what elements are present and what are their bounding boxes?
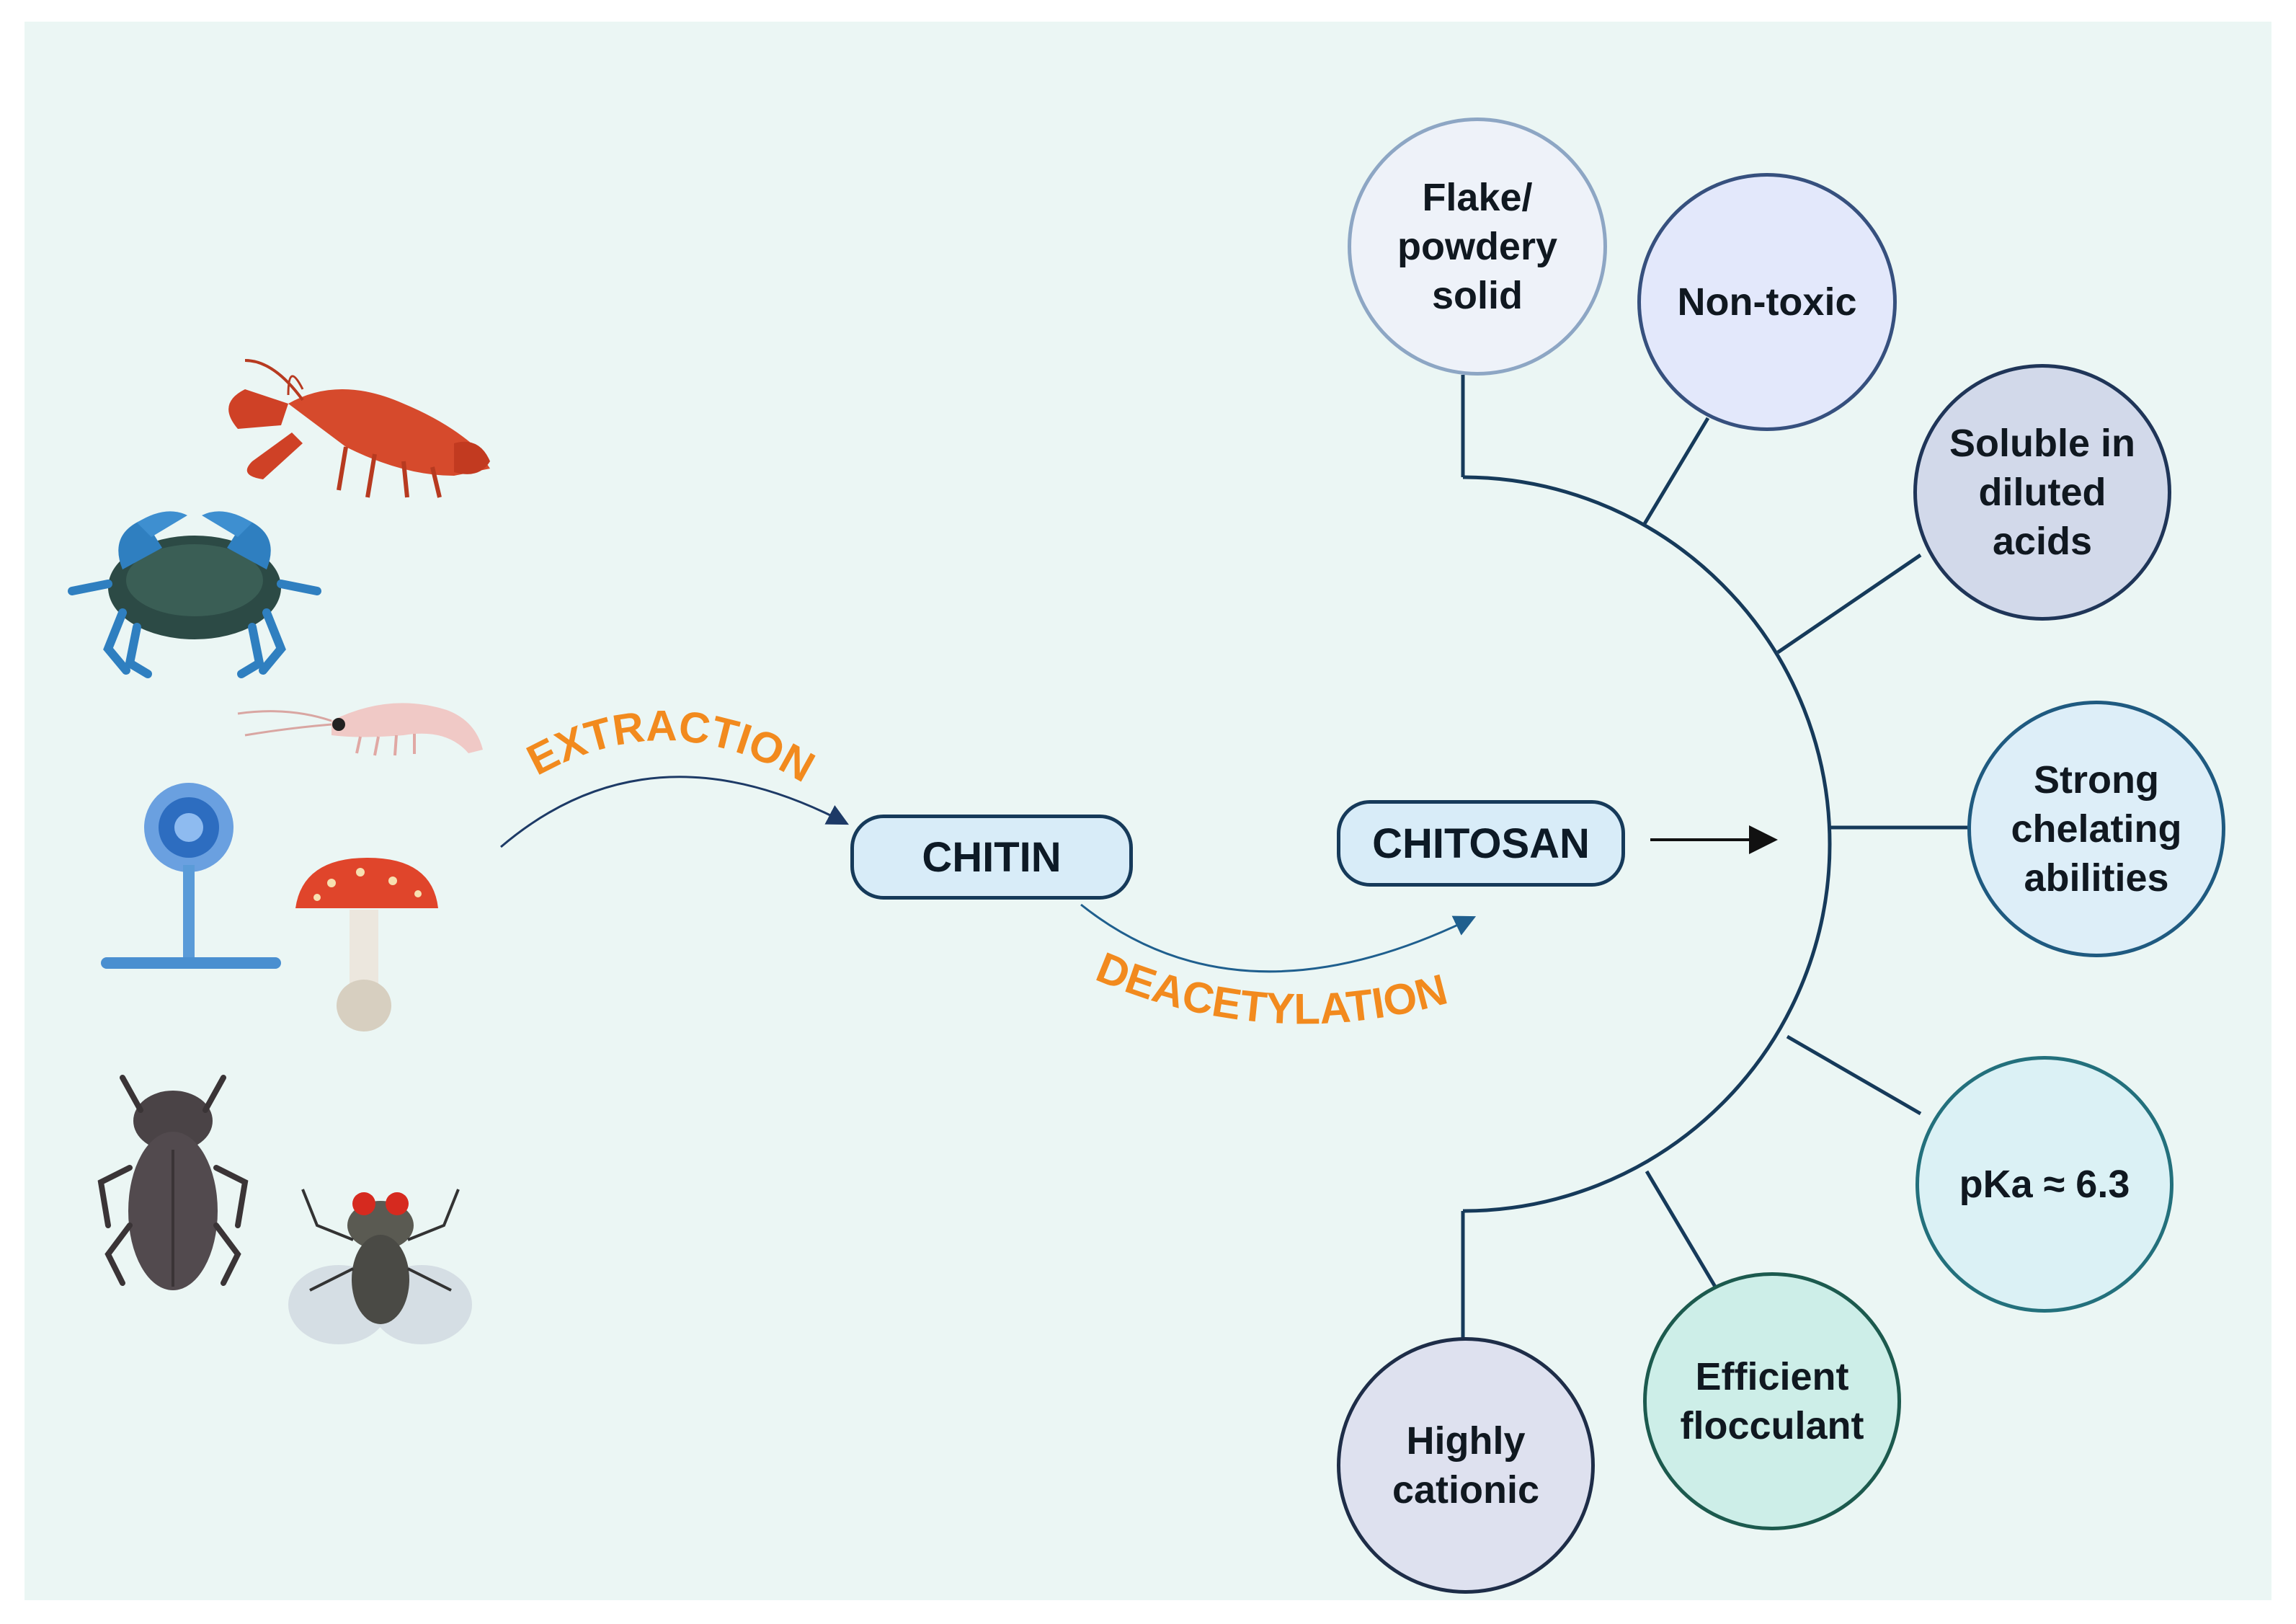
chitin-node: CHITIN bbox=[850, 815, 1133, 900]
beetle-icon bbox=[97, 1075, 249, 1290]
deacetylation-arrow bbox=[1080, 903, 1477, 973]
property-soluble-in-diluted-acids: Soluble in diluted acids bbox=[1913, 364, 2171, 621]
fly-icon bbox=[288, 1189, 472, 1344]
chitin-label: CHITIN bbox=[922, 833, 1062, 881]
chitosan-node: CHITOSAN bbox=[1337, 800, 1625, 887]
property-pka: pKa ≈ 6.3 bbox=[1915, 1056, 2173, 1313]
property-highly-cationic: Highly cationic bbox=[1337, 1337, 1595, 1594]
chitosan-label: CHITOSAN bbox=[1372, 820, 1590, 867]
krill-icon bbox=[237, 703, 483, 756]
crab-icon bbox=[68, 511, 321, 678]
mushroom-icon bbox=[295, 858, 438, 1031]
extraction-arrow bbox=[500, 776, 849, 848]
property-strong-chelating-abilities: Strong chelating abilities bbox=[1967, 701, 2225, 957]
property-efficient-flocculant: Efficient flocculant bbox=[1643, 1272, 1901, 1530]
property-flake-powdery-solid: Flake/ powdery solid bbox=[1348, 117, 1607, 376]
properties-arc bbox=[1462, 475, 1832, 1213]
property-connectors bbox=[1461, 375, 1967, 1341]
mold-icon bbox=[101, 783, 281, 969]
deacetylation-label: DEACETYLATION bbox=[1090, 943, 1452, 1033]
crayfish-icon bbox=[228, 359, 490, 498]
property-non-toxic: Non-toxic bbox=[1637, 173, 1897, 431]
